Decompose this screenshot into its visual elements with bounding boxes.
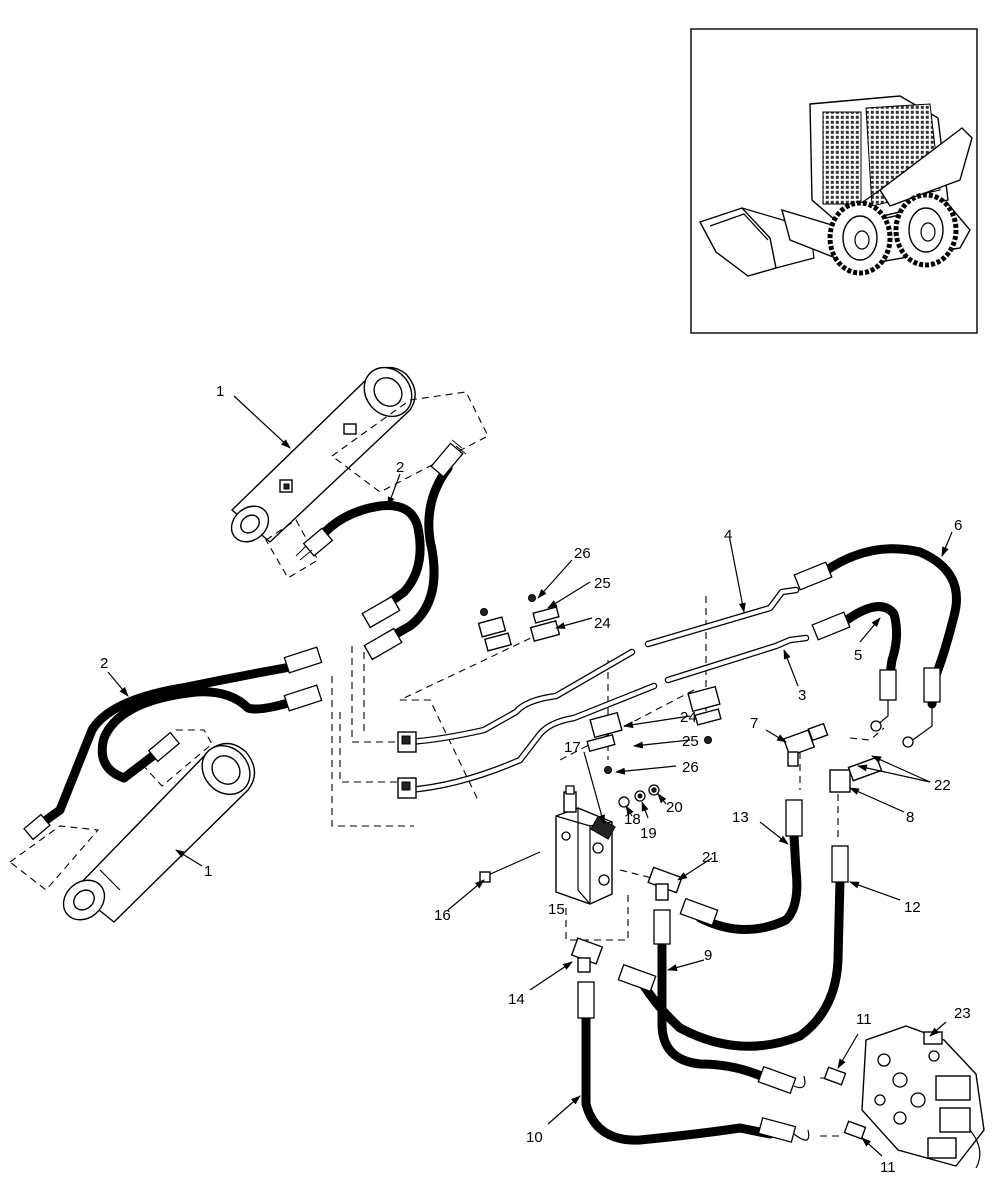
callout-11-top: 11 [856, 1011, 872, 1028]
adapter-11-bottom [843, 1120, 867, 1140]
skid-steer-loader-illustration [698, 95, 973, 277]
callout-20: 20 [666, 799, 683, 816]
nut-20 [648, 784, 660, 796]
callout-25-top: 25 [594, 575, 611, 592]
hose-9 [653, 909, 806, 1095]
callout-24-top: 24 [594, 615, 611, 632]
lift-cylinder-bottom [62, 742, 256, 923]
bolt-16 [479, 851, 541, 883]
clamp-set-mid [586, 685, 722, 774]
callout-17: 17 [564, 739, 581, 756]
front-wheel [827, 200, 893, 276]
callout-19: 19 [640, 825, 657, 842]
adapter-11-top [823, 1066, 847, 1086]
callout-14: 14 [508, 991, 525, 1008]
seal-18 [618, 796, 630, 808]
callout-1-top: 1 [216, 383, 224, 400]
callout-5: 5 [854, 647, 862, 664]
lift-cylinder-top [230, 366, 416, 543]
callout-13: 13 [732, 809, 749, 826]
callout-8: 8 [906, 809, 914, 826]
hose-2-left-pair [23, 646, 323, 841]
tee-fitting-21 [647, 866, 683, 901]
callout-2-top: 2 [396, 459, 404, 476]
callout-10: 10 [526, 1129, 543, 1146]
washer-19 [634, 790, 646, 802]
callout-1-bottom: 1 [204, 863, 212, 880]
hose-2-top-pair [295, 439, 467, 661]
steel-tube-3 [397, 634, 810, 799]
hose-10 [577, 981, 810, 1145]
callout-6: 6 [954, 517, 962, 534]
elbow-fitting-8 [829, 756, 883, 793]
leader-lines [107, 395, 953, 1157]
callout-9: 9 [704, 947, 712, 964]
callout-7: 7 [750, 715, 758, 732]
tee-fitting-7 [782, 722, 829, 767]
callout-16: 16 [434, 907, 451, 924]
callout-21: 21 [702, 849, 719, 866]
callout-24-mid: 24 [680, 709, 697, 726]
tee-fitting-14 [570, 937, 604, 973]
clamp-set-top [477, 594, 561, 652]
callout-3: 3 [798, 687, 806, 704]
rear-wheel [893, 192, 959, 268]
control-valve-23 [861, 1025, 985, 1169]
callout-12: 12 [904, 899, 921, 916]
check-valve-17 [590, 816, 616, 840]
callout-26-mid: 26 [682, 759, 699, 776]
callout-22: 22 [934, 777, 951, 794]
valve-block-15 [555, 785, 613, 905]
callout-25-mid: 25 [682, 733, 699, 750]
hose-5 [811, 602, 902, 732]
callout-labels: 1 1 2 2 3 4 5 6 7 8 9 10 11 11 12 13 14 … [100, 383, 971, 1176]
callout-26-top: 26 [574, 545, 591, 562]
cylinder-top-port-guide-b [265, 519, 319, 579]
hose-13 [679, 799, 803, 934]
callout-2-left: 2 [100, 655, 108, 672]
hose-6 [793, 544, 961, 748]
cylinder-bottom-port-guide-a [9, 825, 100, 891]
steel-tube-4 [397, 586, 800, 753]
callout-23: 23 [954, 1005, 971, 1022]
callout-15: 15 [548, 901, 565, 918]
callout-4: 4 [724, 527, 732, 544]
callout-11-bottom: 11 [880, 1159, 896, 1176]
callout-18: 18 [624, 811, 641, 828]
